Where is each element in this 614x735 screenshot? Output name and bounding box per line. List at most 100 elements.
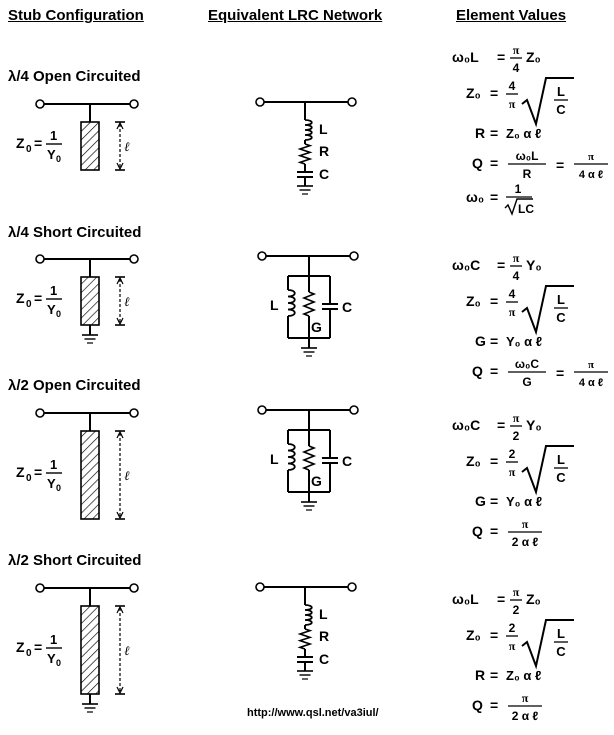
net-resistor-1: [297, 143, 313, 165]
terminal-left-1: [35, 99, 45, 109]
formula-1-lhs-3: ω₀C: [452, 417, 480, 433]
stub-z0-label-1: Z: [16, 135, 25, 151]
net-label-L-3: L: [270, 451, 279, 467]
formula-1-frac-4-den: 2: [513, 603, 520, 617]
net-terminal-right-3: [349, 405, 359, 415]
formula-4-frac-3-den: 2 α ℓ: [512, 535, 539, 549]
length-arrow-bot-4: [116, 686, 124, 695]
header-element-values: Element Values: [456, 7, 567, 24]
formula-2-lhs-3: Z₀: [466, 453, 481, 469]
formula-2-sqrt-2-frac-num: L: [557, 292, 565, 307]
length-label-1: ℓ: [124, 139, 130, 154]
stub-element-2: [80, 276, 100, 326]
stub-y-sub-1: 0: [56, 154, 61, 164]
section-title-2: λ/4 Short Circuited: [8, 224, 142, 241]
formula-3-rhs-2: Y₀ α ℓ: [506, 334, 542, 349]
net-inductor-1: [304, 119, 313, 141]
formula-1-rhs-3: Y₀: [526, 417, 542, 433]
stub-eq-1: =: [34, 135, 42, 151]
net-label-G-2: G: [311, 319, 322, 335]
formula-4-eq-2: =: [490, 363, 498, 379]
stub-y-3: Y: [47, 476, 56, 491]
length-label-2: ℓ: [124, 294, 130, 309]
formula-4-eq2-2: =: [556, 365, 564, 381]
stub-y-2: Y: [47, 302, 56, 317]
stub-z0-sub-3: 0: [26, 473, 32, 484]
stub-y-sub-2: 0: [56, 309, 61, 319]
formula-1-frac-1-den: 4: [513, 61, 520, 75]
formula-3-eq-1: =: [490, 125, 498, 141]
formula-4-frac1-1-den: R: [523, 167, 532, 181]
section-title-3: λ/2 Open Circuited: [8, 377, 141, 394]
formula-1-rhs-4: Z₀: [526, 591, 541, 607]
formula-4-eq-3: =: [490, 523, 498, 539]
formula-2-frac-3-den: π: [509, 465, 516, 479]
stub-element-4: [80, 605, 100, 695]
stub-y-sub-4: 0: [56, 658, 61, 668]
terminal-right-3: [129, 408, 139, 418]
length-arrow-top-1: [116, 121, 124, 130]
formula-3-eq-3: =: [490, 493, 498, 509]
formula-2-frac-1-num: 4: [509, 79, 516, 93]
terminal-left-3: [35, 408, 45, 418]
stub-eq-4: =: [34, 639, 42, 655]
formula-3-rhs-4: Z₀ α ℓ: [506, 668, 541, 683]
formula-1-frac-1-num: π: [513, 43, 520, 57]
stub-z0-sub-4: 0: [26, 648, 32, 659]
formula-1-frac-3-num: π: [513, 411, 520, 425]
formula-2-sqrt-1-frac-num: L: [557, 84, 565, 99]
net-label-L-4: L: [319, 606, 328, 622]
length-arrow-bot-2: [116, 317, 124, 326]
stub-one-1: 1: [50, 128, 57, 143]
formula-2-eq-1: =: [490, 85, 498, 101]
formula-4-frac-3-num: π: [522, 517, 529, 531]
formula-4-frac1-2-num: ω₀C: [515, 357, 540, 371]
formula-2-eq-4: =: [490, 627, 498, 643]
formula-1-frac-2-num: π: [513, 251, 520, 265]
net-resistor-2: [301, 291, 317, 317]
terminal-right-1: [129, 99, 139, 109]
stub-z0-label-2: Z: [16, 290, 25, 306]
stub-z0-sub-2: 0: [26, 299, 32, 310]
formula-1-rhs-1: Z₀: [526, 49, 541, 65]
stub-y-sub-3: 0: [56, 483, 61, 493]
net-label-L-2: L: [270, 297, 279, 313]
stub-element-3: [80, 430, 100, 520]
formula-4-frac2-1-num: π: [588, 151, 594, 163]
length-arrow-top-4: [116, 605, 124, 614]
formula-4-lhs-1: Q: [472, 155, 483, 171]
formula-4-eq2-1: =: [556, 157, 564, 173]
length-arrow-bot-1: [116, 162, 124, 171]
formula-2-frac-2-num: 4: [509, 287, 516, 301]
formula-3-rhs-3: Y₀ α ℓ: [506, 494, 542, 509]
terminal-right-2: [129, 254, 139, 264]
stub-y-4: Y: [47, 651, 56, 666]
stub-z0-sub-1: 0: [26, 144, 32, 155]
formula-4-eq-1: =: [490, 155, 498, 171]
formula-4-frac-4-num: π: [522, 691, 529, 705]
formula-4-frac2-1-den: 4 α ℓ: [579, 169, 603, 181]
net-terminal-left-1: [255, 97, 265, 107]
formula-4-frac2-2-den: 4 α ℓ: [579, 377, 603, 389]
formula-4-lhs-2: Q: [472, 363, 483, 379]
formula-4-frac1-1-num: ω₀L: [516, 149, 539, 163]
formula-4-frac1-2-den: G: [522, 375, 531, 389]
formula-1-eq-2: =: [497, 257, 505, 273]
formula-4-frac-4-den: 2 α ℓ: [512, 709, 539, 723]
formula-5-den-1: LC: [518, 202, 534, 216]
stub-one-3: 1: [50, 457, 57, 472]
formula-1-eq-4: =: [497, 591, 505, 607]
stub-element-1: [80, 121, 100, 171]
stub-one-2: 1: [50, 283, 57, 298]
length-arrow-top-3: [116, 430, 124, 439]
formula-1-lhs-4: ω₀L: [452, 591, 479, 607]
formula-2-eq-2: =: [490, 293, 498, 309]
net-inductor-2: [287, 289, 296, 317]
net-label-L-1: L: [319, 121, 328, 137]
formula-1-lhs-2: ω₀C: [452, 257, 480, 273]
stub-eq-2: =: [34, 290, 42, 306]
header-equivalent-network: Equivalent LRC Network: [208, 7, 383, 24]
length-label-4: ℓ: [124, 643, 130, 658]
terminal-right-4: [129, 583, 139, 593]
formula-5-radical-1: [504, 198, 533, 216]
